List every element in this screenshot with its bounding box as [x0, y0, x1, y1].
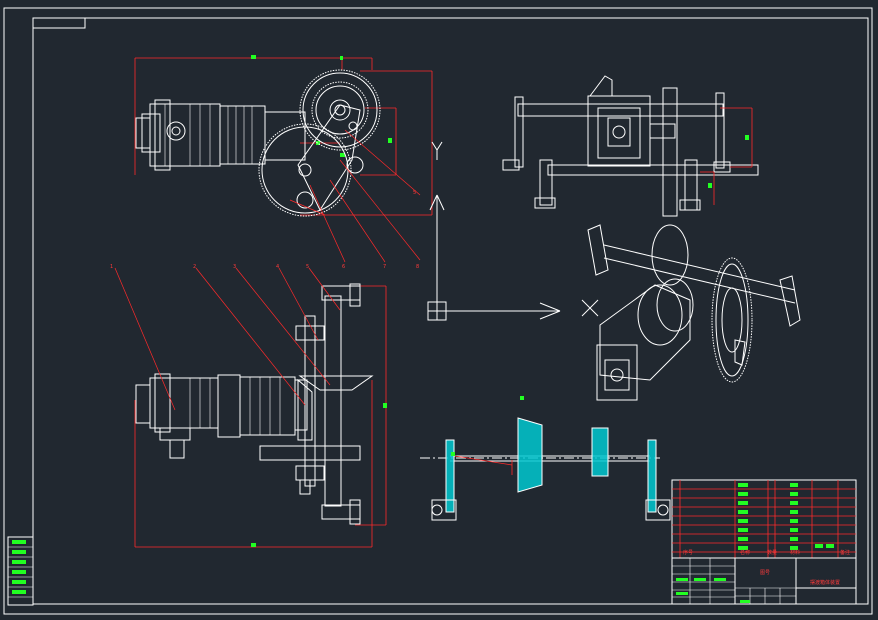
- bom-cell-fill: [738, 546, 748, 550]
- bom-header-index: 序号: [683, 549, 693, 556]
- bom-cell-fill: [790, 492, 798, 496]
- left-stamp-table: [7, 536, 34, 606]
- title-drawing-number-label: 图号: [760, 570, 770, 576]
- bom-cell-fill: [790, 528, 798, 532]
- bom-cell-fill: [790, 537, 798, 541]
- balloon-top-6: 6: [342, 264, 345, 270]
- inner-border: [32, 17, 869, 605]
- title-block: 序号 名称 数量 材料 备注 图号 摆渡箱体装置: [671, 479, 857, 605]
- bom-cell-fill: [790, 483, 798, 487]
- outer-border: [3, 7, 873, 615]
- balloon-front-1: 1: [110, 264, 113, 270]
- bom-cell-fill: [738, 528, 748, 532]
- title-drawing-name: 摆渡箱体装置: [810, 579, 840, 586]
- front-view: 1 2 3 4 5: [110, 264, 387, 548]
- bom-cell-fill: [738, 492, 748, 496]
- bom-cell-fill: [738, 537, 748, 541]
- balloon-top-7: 7: [383, 264, 386, 270]
- corner-tag: [32, 17, 86, 29]
- bom-cell-fill: [790, 501, 798, 505]
- ucs-icon: [431, 141, 443, 160]
- balloon-front-3: 3: [233, 264, 236, 270]
- bom-cell-fill: [738, 510, 748, 514]
- bom-cell-fill: [738, 501, 748, 505]
- bom-cell-fill: [738, 483, 748, 487]
- bom-header-name: 名称: [740, 549, 750, 556]
- balloon-front-5: 5: [306, 264, 309, 270]
- balloon-front-4: 4: [276, 264, 279, 270]
- bom-header-remark: 备注: [840, 549, 850, 556]
- bom-cell-fill: [790, 546, 798, 550]
- bom-header-material: 材料: [790, 549, 800, 556]
- isometric-view: [581, 224, 801, 401]
- arrow-icon: [427, 194, 561, 321]
- bom-cell-fill: [790, 519, 798, 523]
- bom-cell-fill: [790, 510, 798, 514]
- bom-header-qty: 数量: [767, 549, 777, 556]
- side-view: [502, 75, 759, 217]
- section-view: [420, 396, 671, 521]
- balloon-top-8: 8: [416, 264, 419, 270]
- balloon-front-2: 2: [193, 264, 196, 270]
- bom-cell-fill: [738, 519, 748, 523]
- balloon-top-5: 5: [413, 190, 416, 196]
- top-view: 5 6 7 8: [134, 55, 443, 270]
